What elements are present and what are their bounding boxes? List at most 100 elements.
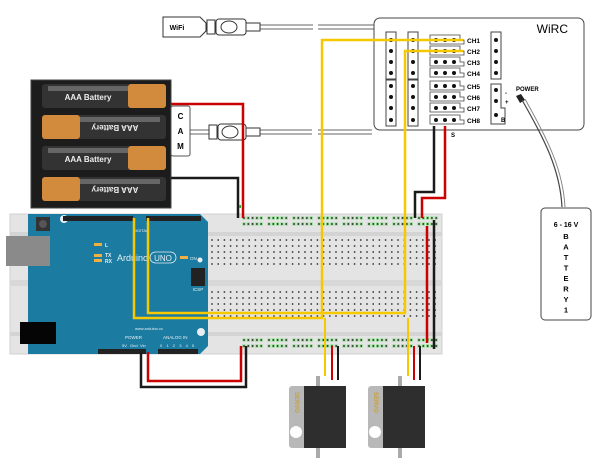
led-rx [94, 259, 102, 262]
mounting-hole [197, 328, 205, 336]
breadboard-hole [415, 297, 418, 299]
wirc-pin [443, 118, 447, 122]
power-rail-hole-center [297, 345, 300, 347]
power-rail-hole-center [251, 339, 254, 341]
power-rail-hole-center [343, 339, 345, 341]
servo-2[interactable]: SERVO [368, 376, 425, 458]
power-rail-hole-center [297, 223, 300, 225]
power-rail-hole-center [260, 217, 263, 219]
breadboard-hole [217, 309, 220, 311]
pin-gnd: Gnd [130, 343, 138, 348]
battery-cell-cap [42, 115, 80, 139]
cam-module[interactable]: C A M [170, 105, 191, 157]
breadboard-hole [353, 251, 356, 253]
power-rail-hole-center [351, 345, 354, 347]
wifi-box[interactable] [162, 16, 207, 38]
power-rail-hole-center [356, 217, 358, 219]
breadboard-hole [359, 309, 362, 311]
breadboard-hole [328, 263, 331, 265]
breadboard-hole [242, 263, 244, 265]
breadboard-hole [297, 315, 300, 317]
battery-pack-box[interactable] [540, 207, 592, 321]
servo-horn[interactable] [290, 426, 302, 438]
servo-horn[interactable] [369, 426, 381, 438]
breadboard-hole [378, 257, 381, 259]
power-rail-hole-center [310, 223, 313, 225]
breadboard-hole [335, 263, 337, 265]
power-rail-hole-center [297, 217, 300, 219]
usb-port[interactable] [6, 236, 50, 266]
power-rail-hole-center [431, 217, 433, 219]
breadboard-hole [409, 297, 412, 299]
breadboard-hole [353, 297, 356, 299]
breadboard-hole [235, 297, 238, 299]
breadboard-hole [359, 315, 362, 317]
power-jack[interactable] [20, 322, 56, 344]
breadboard-hole [260, 297, 263, 299]
breadboard-hole [229, 297, 232, 299]
breadboard-hole [328, 315, 331, 317]
power-pin-b: B [501, 118, 506, 124]
breadboard-hole [304, 245, 306, 247]
battery-pack-letter: 1 [564, 306, 568, 315]
wirc-channel-label: CH6 [467, 95, 480, 102]
wirc-pin [452, 95, 456, 99]
breadboard-hole [359, 239, 362, 241]
servo-1[interactable]: SERVO [289, 376, 346, 458]
wirc-pin [434, 118, 438, 122]
breadboard-hole [266, 257, 269, 259]
analog-pin-label: 5 [192, 343, 195, 348]
power-rail-hole-center [435, 345, 438, 347]
power-rail-hole-center [285, 217, 288, 219]
battery-cell-cap [128, 84, 166, 108]
power-rail-hole-center [281, 223, 283, 225]
breadboard-hole [366, 245, 368, 247]
breadboard-hole [260, 251, 263, 253]
breadboard-hole [217, 245, 220, 247]
breadboard-hole [291, 297, 294, 299]
cam-box[interactable] [170, 105, 191, 157]
wirc-header-column [407, 79, 419, 127]
breadboard-hole [297, 251, 300, 253]
wire-black-battery [171, 176, 240, 218]
breadboard-hole [223, 245, 226, 247]
wifi-dongle[interactable]: WiFi [162, 16, 261, 38]
breadboard-hole [279, 297, 282, 299]
breadboard-hole [353, 315, 356, 317]
wifi-label: WiFi [170, 25, 185, 32]
power-rail-hole-center [393, 345, 395, 347]
power-rail-hole-center [376, 223, 379, 225]
breadboard-hole [235, 239, 238, 241]
breadboard-hole [229, 245, 232, 247]
breadboard-hole [217, 303, 220, 305]
breadboard-hole [242, 251, 244, 253]
pin-vin: Vin [140, 343, 146, 348]
power-rail-hole-center [385, 223, 388, 225]
breadboard-hole [378, 263, 381, 265]
led-l [94, 243, 102, 246]
breadboard-hole [335, 303, 337, 305]
breadboard-hole [341, 297, 344, 299]
breadboard-hole [273, 309, 275, 311]
wirc-pin [494, 49, 498, 53]
breadboard-hole [328, 257, 331, 259]
power-rail-hole-center [347, 217, 350, 219]
breadboard-hole [260, 315, 263, 317]
power-rail-hole-center [418, 217, 420, 219]
power-rail-hole-center [331, 339, 333, 341]
breadboard-hole [273, 239, 275, 241]
wirc-box[interactable] [373, 17, 585, 131]
breadboard-hole [229, 309, 232, 311]
breadboard-hole [421, 309, 424, 311]
power-rail-hole-center [243, 339, 245, 341]
breadboard-hole [248, 297, 251, 299]
breadboard-hole [217, 257, 220, 259]
breadboard-hole [316, 291, 319, 293]
breadboard-hole [279, 257, 282, 259]
wirc-channel-header [429, 91, 465, 102]
breadboard-hole [279, 245, 282, 247]
breadboard-hole [390, 297, 393, 299]
cam-usb-cable [260, 129, 372, 135]
